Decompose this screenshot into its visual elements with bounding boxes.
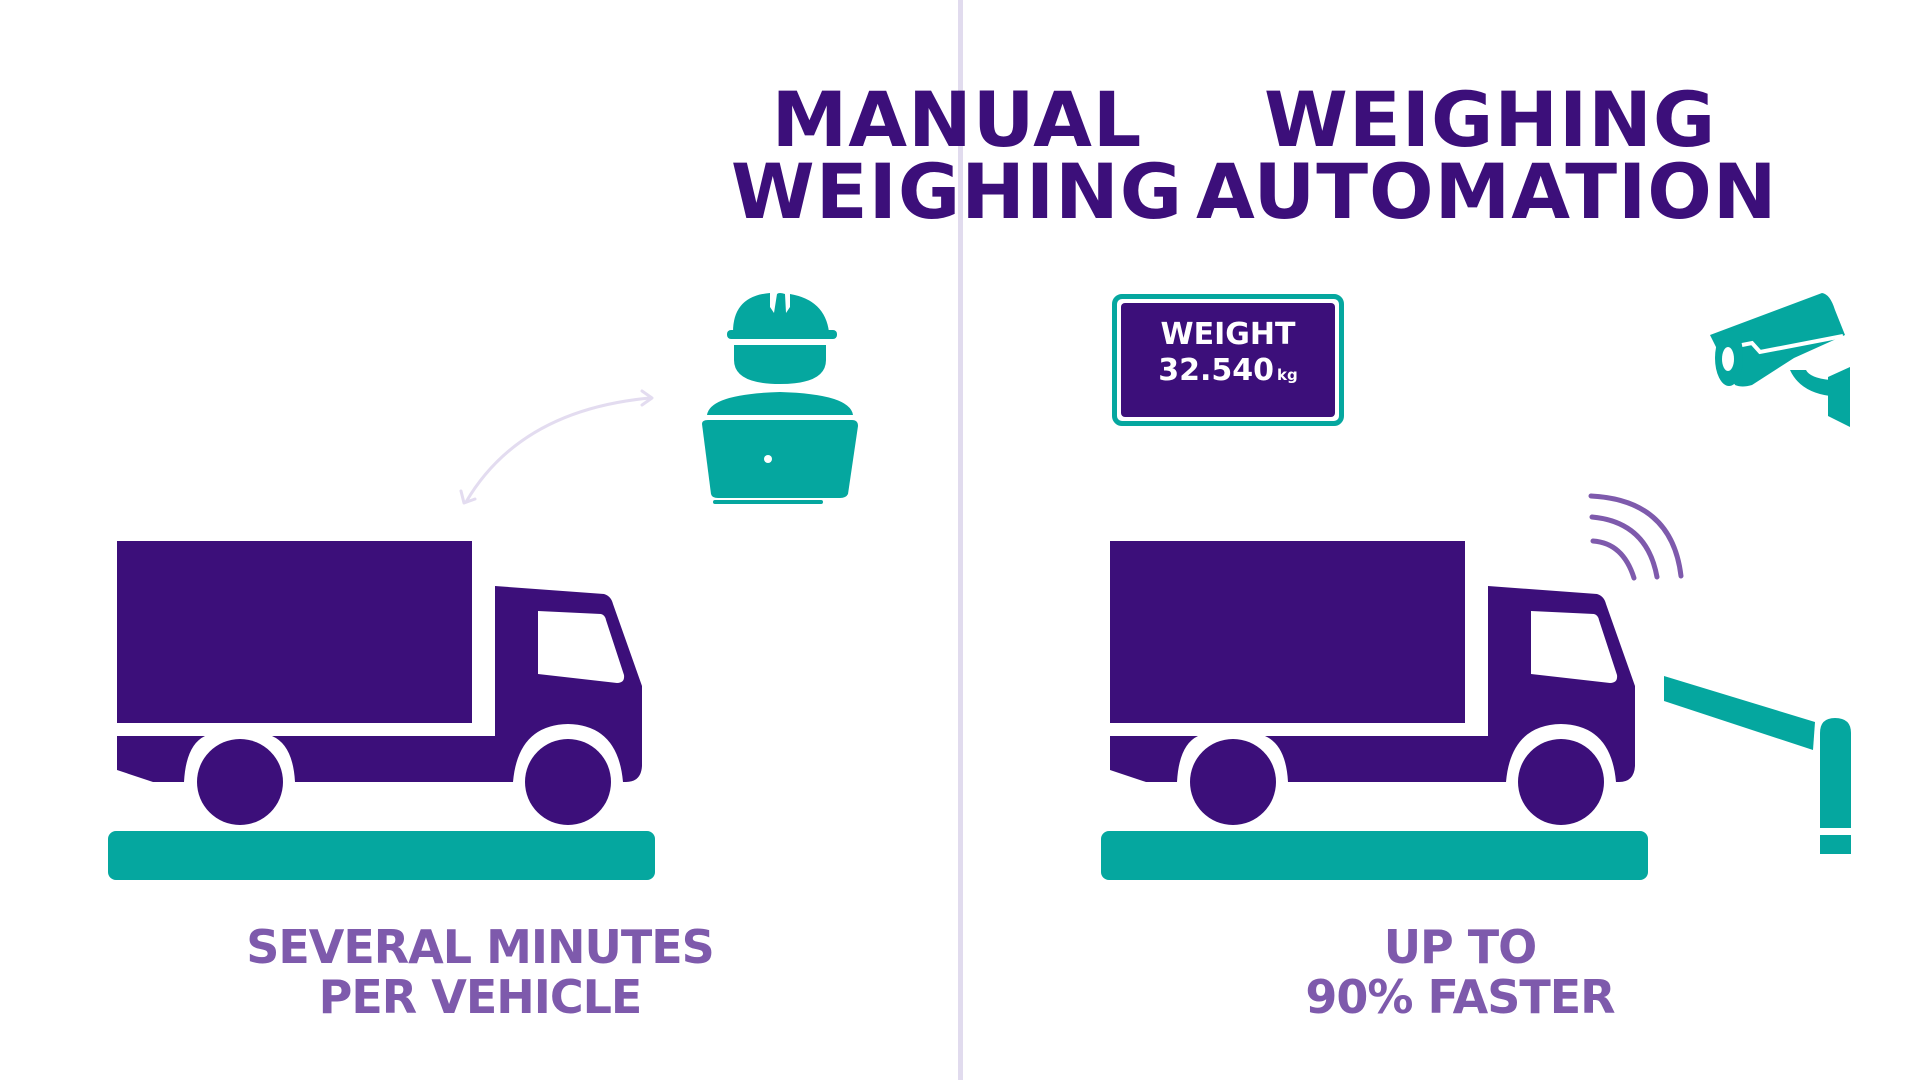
- worker-with-laptop-icon: [702, 293, 858, 504]
- title-line-1: WEIGHING: [1264, 75, 1717, 164]
- truck-icon: [108, 541, 655, 880]
- subtitle-line-2: 90% FASTER: [1305, 970, 1615, 1024]
- barrier-gate-icon: [1664, 676, 1851, 854]
- weight-unit: kg: [1277, 366, 1298, 384]
- manual-weighing-title: MANUAL WEIGHING: [0, 75, 1920, 236]
- subtitle-line-1: SEVERAL MINUTES: [246, 920, 715, 974]
- bidirectional-arrow-icon: [459, 389, 654, 505]
- weight-value: 32.540: [1158, 353, 1275, 388]
- manual-weighing-subtitle: SEVERAL MINUTES PER VEHICLE: [110, 922, 850, 1022]
- weight-label: WEIGHT: [1160, 317, 1296, 352]
- title-line-2: AUTOMATION: [1196, 147, 1778, 236]
- title-line-1: MANUAL: [771, 75, 1143, 164]
- title-line-2: WEIGHING: [730, 147, 1184, 236]
- weighing-automation-subtitle: UP TO 90% FASTER: [1100, 922, 1820, 1022]
- subtitle-line-1: UP TO: [1383, 920, 1538, 974]
- subtitle-line-2: PER VEHICLE: [318, 970, 643, 1024]
- wireless-signal-icon: [1588, 493, 1684, 581]
- security-camera-icon: [1710, 293, 1850, 427]
- truck-icon: [1101, 541, 1648, 880]
- panel-divider: [958, 0, 963, 1080]
